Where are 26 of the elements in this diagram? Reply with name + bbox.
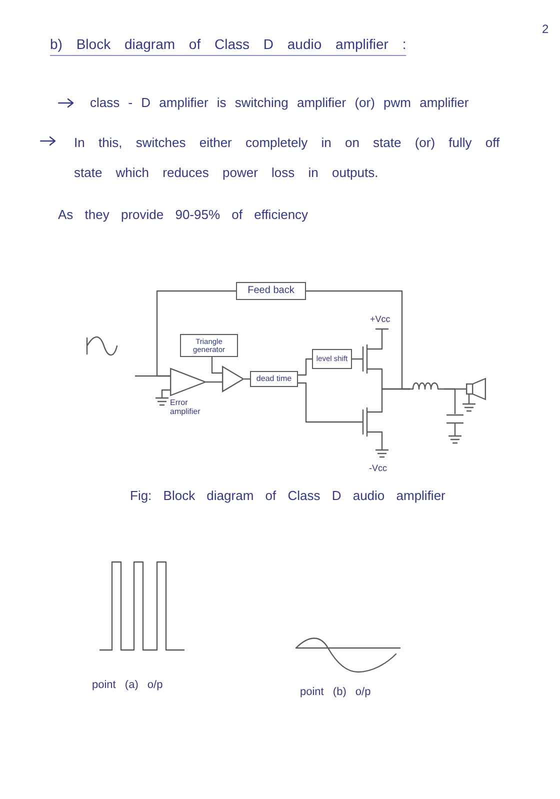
circuit-block: dead time	[250, 371, 298, 387]
wire	[298, 358, 312, 376]
mosfet-symbol	[360, 402, 383, 442]
wire	[298, 382, 360, 423]
bullet-text: class - D amplifier is switching amplifier (or) pwm amplifier	[90, 95, 469, 111]
amplifier-label: Error amplifier	[170, 398, 202, 416]
wire	[156, 290, 236, 377]
wire	[206, 381, 222, 383]
circuit-block: Feed back	[236, 282, 306, 300]
bullet-text: In this, switches either completely in on state (or) fully off state which reduces power loss in outputs.	[74, 134, 501, 182]
speaker-symbol	[466, 378, 486, 400]
supply-label: -Vcc	[369, 463, 387, 474]
supply-label: +Vcc	[370, 314, 390, 325]
wire	[444, 388, 456, 414]
capacitor-symbol	[447, 414, 463, 424]
page-number: 2	[542, 22, 549, 36]
note-text: As they provide 90-95% of efficiency	[58, 207, 308, 223]
mosfet-symbol	[360, 339, 383, 379]
comparator-symbol	[222, 366, 244, 392]
figure-caption: Fig: Block diagram of Class D audio amplifier	[130, 488, 446, 504]
waveform-label: point (a) o/p	[92, 679, 163, 692]
inductor-symbol	[410, 383, 444, 391]
wire	[306, 290, 410, 390]
title: b) Block diagram of Class D audio amplifier :	[50, 36, 406, 53]
wire	[211, 357, 222, 374]
waveform-label: point (b) o/p	[300, 686, 371, 700]
